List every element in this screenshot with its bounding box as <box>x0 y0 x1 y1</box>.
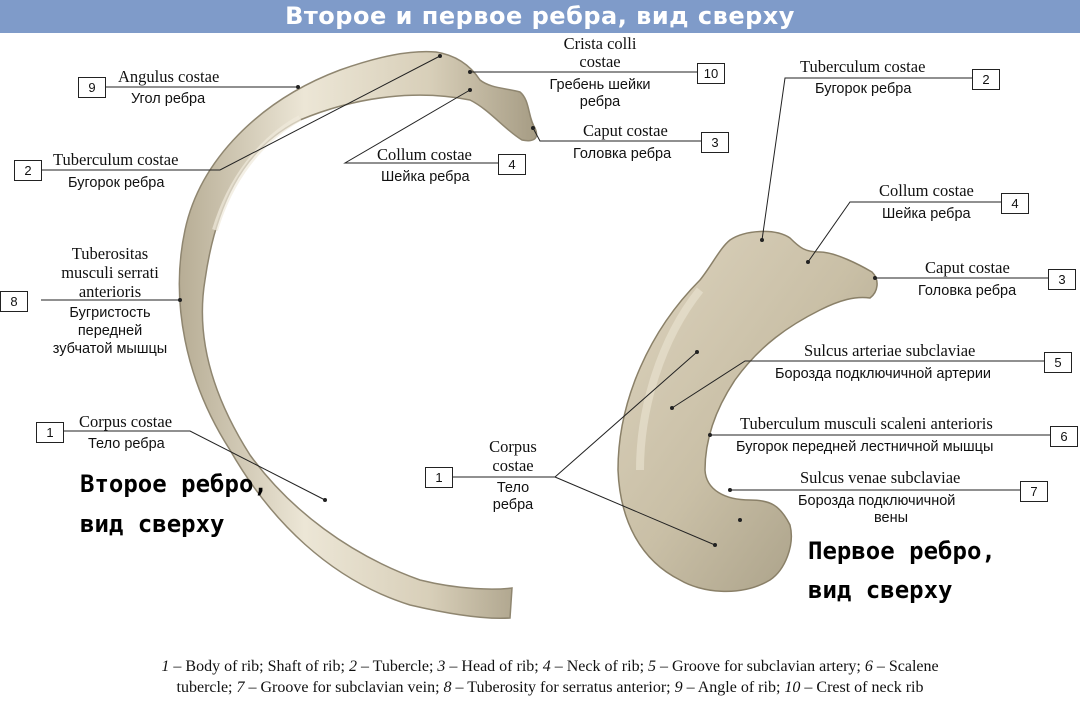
label-collum-russian-right: Шейка ребра <box>882 206 971 222</box>
marker-2-right: 2 <box>972 69 1000 90</box>
legend-text-3: – Head of rib; <box>445 658 543 675</box>
legend-num-10: 10 <box>784 679 801 696</box>
label-sulcus-ven-russian-2: вены <box>873 510 909 526</box>
label-sulcus-art-russian: Борозда подключичной артерии <box>775 366 992 382</box>
first-rib-caption-1: Первое ребро, <box>808 537 996 565</box>
legend-num-7: 7 <box>236 679 245 696</box>
label-tuberculum-russian-right: Бугорок ребра <box>815 81 912 97</box>
marker-3-right: 3 <box>1048 269 1076 290</box>
title-bar <box>0 0 1080 33</box>
legend-num-5: 5 <box>648 658 657 675</box>
legend-text-8: – Tuberosity for serratus anterior; <box>451 679 675 696</box>
label-tuberositas-latin-3: anterioris <box>78 282 142 301</box>
legend-text-6: – Scalene tubercle; <box>176 658 939 696</box>
marker-8: 8 <box>0 291 28 312</box>
label-tuberositas-russian-2: передней <box>77 323 143 339</box>
label-tuberositas-russian-1: Бугристость <box>69 305 151 321</box>
leader-dots <box>178 54 877 547</box>
label-tuberculum-latin-left: Tuberculum costae <box>53 150 179 169</box>
second-rib-caption-1: Второе ребро, <box>80 470 268 498</box>
label-corpus-russian-right-2: ребра <box>492 497 534 513</box>
marker-9: 9 <box>78 77 106 98</box>
legend-text-10: – Crest of neck rib <box>800 679 924 696</box>
legend-text-4: – Neck of rib; <box>550 658 649 675</box>
marker-7: 7 <box>1020 481 1048 502</box>
figure-legend: 1 – Body of rib; Shaft of rib; 2 – Tuber… <box>150 656 950 698</box>
marker-4-right: 4 <box>1001 193 1029 214</box>
legend-num-4: 4 <box>542 658 551 675</box>
label-tuberositas-latin-2: musculi serrati <box>61 263 159 282</box>
marker-2-left: 2 <box>14 160 42 181</box>
legend-num-9: 9 <box>674 679 683 696</box>
label-corpus-latin-right-1: Corpus <box>489 437 537 456</box>
label-corpus-russian-right-1: Тело <box>496 480 530 496</box>
label-crista-russian-2: ребра <box>579 94 621 110</box>
page-title: Второе и первое ребра, вид сверху <box>285 2 795 30</box>
marker-6: 6 <box>1050 426 1078 447</box>
legend-num-2: 2 <box>348 658 357 675</box>
label-sulcus-art-latin: Sulcus arteriae subclaviae <box>804 341 976 360</box>
marker-1-right: 1 <box>425 467 453 488</box>
label-collum-latin-left: Collum costae <box>377 145 472 164</box>
label-sulcus-ven-latin: Sulcus venae subclaviae <box>800 468 961 487</box>
label-scaleni-latin: Tuberculum musculi scaleni anterioris <box>740 414 993 433</box>
marker-10: 10 <box>697 63 725 84</box>
label-scaleni-russian: Бугорок передней лестничной мышцы <box>736 439 994 455</box>
label-angulus-russian: Угол ребра <box>131 91 206 107</box>
legend-num-6: 6 <box>864 658 873 675</box>
marker-3-left: 3 <box>701 132 729 153</box>
label-collum-russian-left: Шейка ребра <box>381 169 470 185</box>
second-rib-caption-2: вид сверху <box>80 510 225 538</box>
legend-text-1: – Body of rib; Shaft of rib; <box>169 658 349 675</box>
marker-1-left: 1 <box>36 422 64 443</box>
label-caput-latin-left: Caput costae <box>583 121 668 140</box>
label-tuberositas-russian-3: зубчатой мышцы <box>52 341 168 357</box>
label-crista-latin-1: Crista colli <box>563 34 637 53</box>
label-crista-latin-2: costae <box>579 52 621 71</box>
leader-lines <box>41 55 1050 546</box>
legend-num-1: 1 <box>161 658 170 675</box>
legend-text-2: – Tubercle; <box>356 658 438 675</box>
marker-5: 5 <box>1044 352 1072 373</box>
label-crista-russian-1: Гребень шейки <box>549 77 651 93</box>
label-tuberositas-latin-1: Tuberositas <box>71 244 149 263</box>
second-rib-shape <box>178 50 538 620</box>
label-tuberculum-russian-left: Бугорок ребра <box>68 175 165 191</box>
label-corpus-latin-right-2: costae <box>492 456 534 475</box>
marker-4-left: 4 <box>498 154 526 175</box>
legend-num-8: 8 <box>443 679 452 696</box>
label-caput-russian-right: Головка ребра <box>918 283 1017 299</box>
label-collum-latin-right: Collum costae <box>879 181 974 200</box>
label-sulcus-ven-russian-1: Борозда подключичной <box>798 493 956 509</box>
legend-text-7: – Groove for subclavian vein; <box>244 679 444 696</box>
label-corpus-russian-left: Тело ребра <box>88 436 165 452</box>
legend-text-9: – Angle of rib; <box>682 679 785 696</box>
label-tuberculum-latin-right: Tuberculum costae <box>800 57 926 76</box>
legend-text-5: – Groove for subclavian artery; <box>656 658 865 675</box>
label-caput-latin-right: Caput costae <box>925 258 1010 277</box>
first-rib-caption-2: вид сверху <box>808 576 953 604</box>
label-corpus-latin-left: Corpus costae <box>79 412 173 431</box>
label-caput-russian-left: Головка ребра <box>573 146 672 162</box>
label-angulus-latin: Angulus costae <box>118 67 220 86</box>
legend-num-3: 3 <box>437 658 446 675</box>
